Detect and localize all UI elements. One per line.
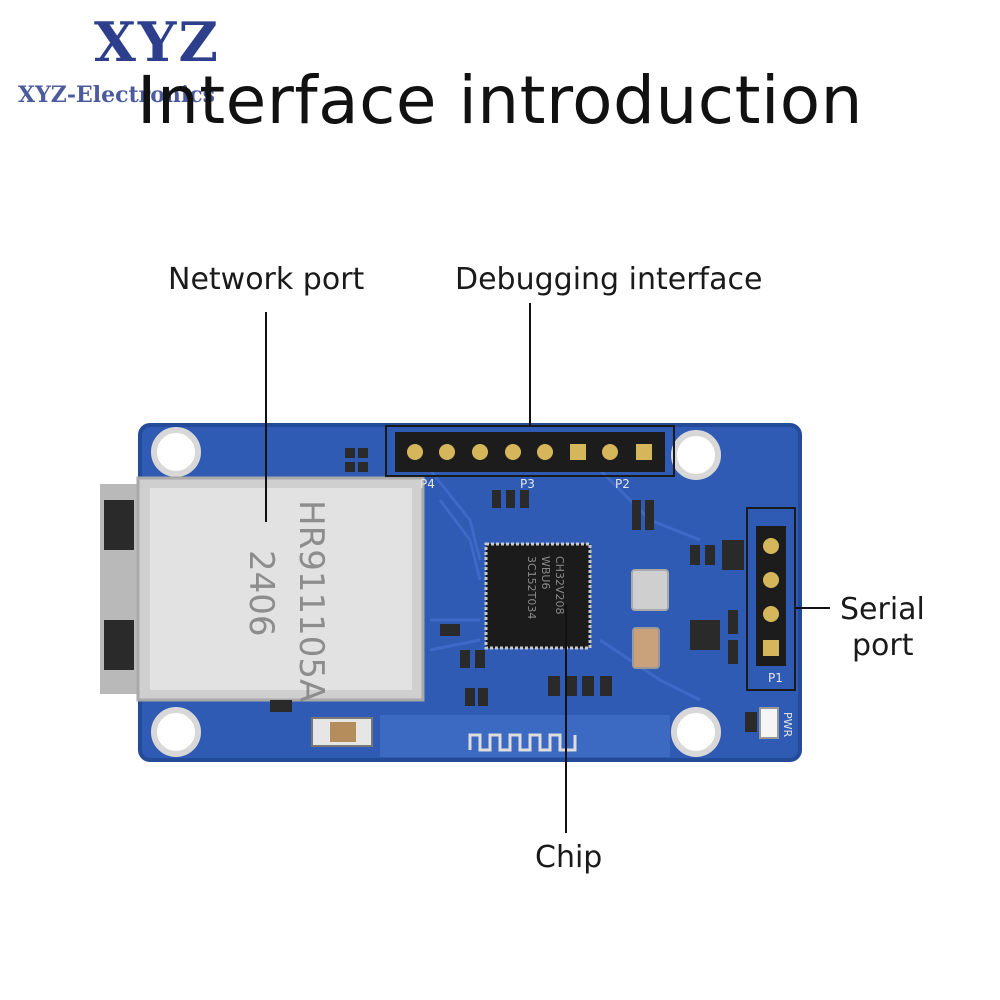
logo-brand: XYZ [94, 10, 220, 74]
logo-company: XYZ-Electronics [18, 82, 216, 108]
label-debugging-interface: Debugging interface [455, 262, 763, 297]
mounting-holes [151, 427, 721, 757]
serial-header: P1 [756, 526, 786, 685]
p2-label: P2 [615, 477, 630, 491]
label-serial-port-line2: port [852, 628, 914, 663]
label-chip: Chip [535, 840, 603, 875]
debug-header: P4 P3 P2 [395, 432, 665, 491]
serial-port-frame [746, 507, 796, 691]
p3-label: P3 [520, 477, 535, 491]
rj45-model-text: HR911105A [291, 500, 331, 702]
p4-label: P4 [420, 477, 435, 491]
main-chip: CH32V208 WBU6 3C152T034 [484, 542, 592, 650]
rj45-connector: HR911105A 2406 [100, 476, 425, 702]
chip-line3: 3C152T034 [525, 556, 538, 619]
page-title: Interface introduction [136, 62, 863, 139]
pwr-label: PWR [781, 712, 794, 738]
p1-label: P1 [768, 671, 783, 685]
chip-line1: CH32V208 [553, 556, 566, 614]
label-network-port: Network port [168, 262, 365, 297]
rj45-date-text: 2406 [241, 550, 281, 637]
label-serial-port-line1: Serial [840, 592, 925, 627]
chip-line2: WBU6 [539, 556, 552, 589]
brand-logo: XYZ XYZ-Electronics [14, 10, 284, 110]
